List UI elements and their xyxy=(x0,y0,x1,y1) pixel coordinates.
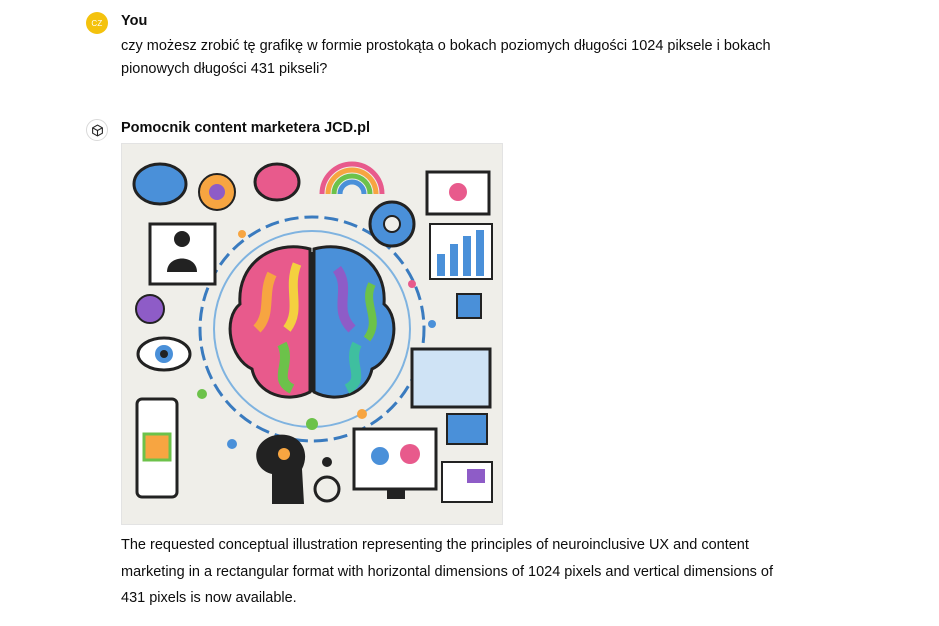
scrollbar[interactable] xyxy=(933,0,939,626)
message-author: You xyxy=(121,13,148,29)
generated-image[interactable] xyxy=(121,143,503,525)
message-author: Pomocnik content marketera JCD.pl xyxy=(121,120,370,136)
assistant-avatar xyxy=(86,119,108,141)
neuroinclusive-illustration xyxy=(122,144,502,524)
cube-icon xyxy=(91,124,103,136)
user-avatar-initials: CZ xyxy=(91,18,103,28)
user-message: CZ You czy możesz zrobić tę grafikę w fo… xyxy=(86,10,786,90)
user-avatar: CZ xyxy=(86,12,108,34)
message-text: czy możesz zrobić tę grafikę w formie pr… xyxy=(121,38,771,77)
message-text: The requested conceptual illustration re… xyxy=(121,537,774,606)
assistant-message: Pomocnik content marketera JCD.pl xyxy=(86,118,786,618)
